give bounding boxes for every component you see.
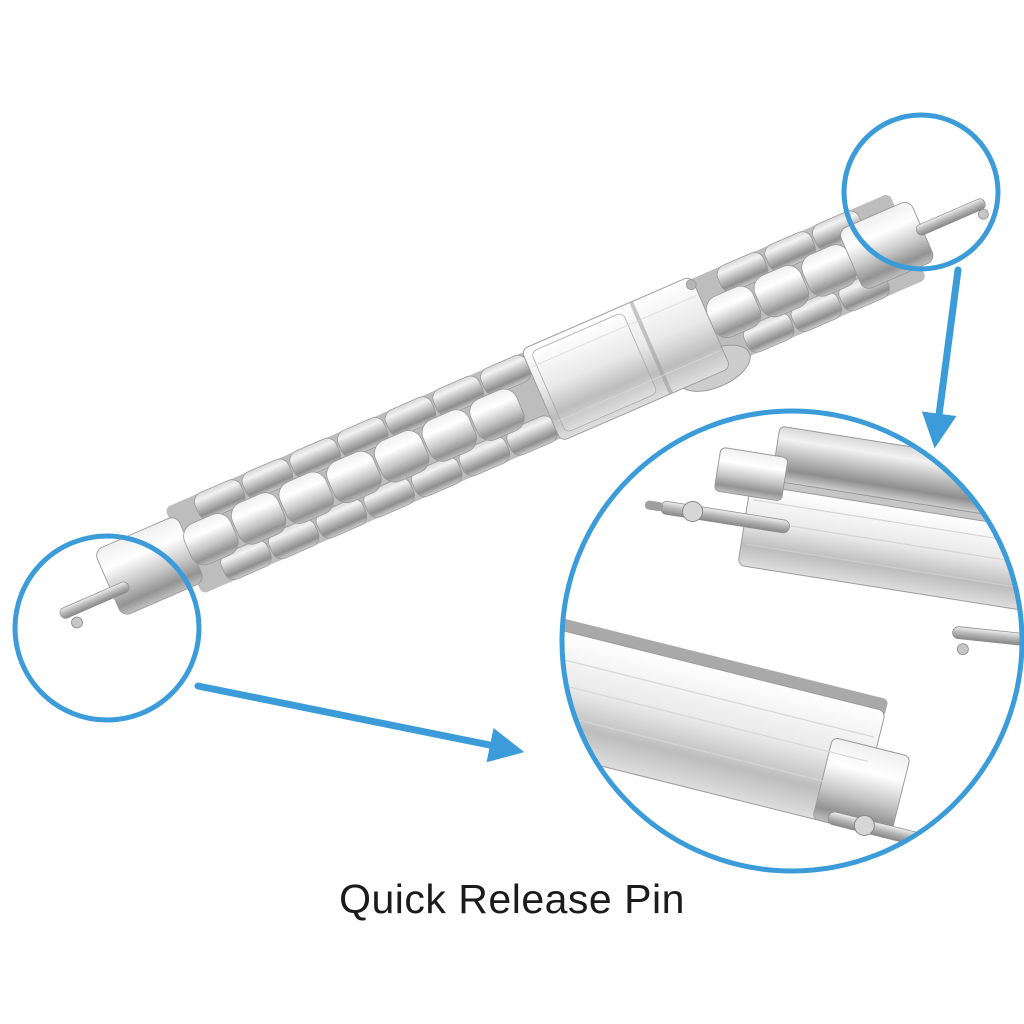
left-pin-highlight-circle xyxy=(12,533,202,723)
inset-right-pin-tip xyxy=(952,626,1021,656)
zoom-arrow-from-right-pin xyxy=(921,266,962,449)
band-links-lower xyxy=(168,351,562,593)
inset-top-pin-knob xyxy=(682,500,704,522)
inset-bottom-pin-knob xyxy=(853,814,875,836)
watch-band xyxy=(59,194,989,629)
clasp xyxy=(522,277,729,440)
left-pin-knob xyxy=(71,616,83,629)
zoom-inset-circle xyxy=(559,408,1024,874)
caption: Quick Release Pin xyxy=(339,876,685,922)
left-quick-release-pin xyxy=(59,581,130,629)
inset-bottom-link xyxy=(563,611,950,852)
right-quick-release-pin xyxy=(915,198,989,236)
zoom-arrow-from-left-pin xyxy=(194,682,525,763)
inset-top-pin xyxy=(644,500,790,534)
right-pin-knob xyxy=(977,208,989,220)
right-pin-highlight-circle xyxy=(841,112,1001,272)
